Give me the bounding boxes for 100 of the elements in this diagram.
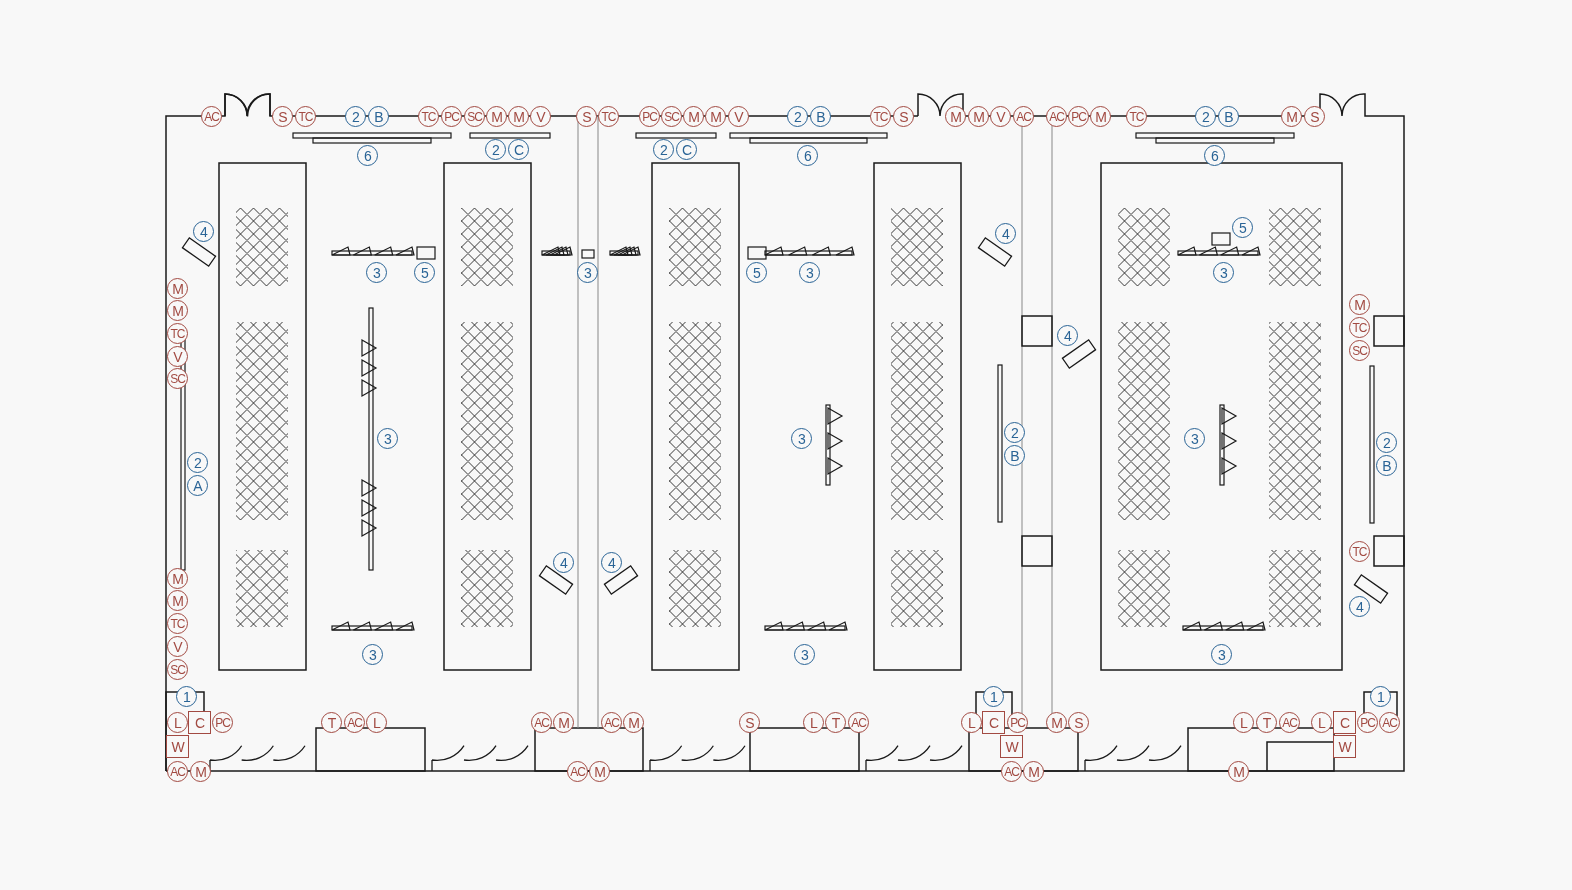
circle-marker: AC [601, 712, 622, 733]
circle-marker: 3 [794, 644, 815, 665]
circle-marker: 1 [983, 686, 1004, 707]
circle-marker: M [1228, 761, 1249, 782]
circle-marker: S [1068, 712, 1089, 733]
circle-marker: M [968, 106, 989, 127]
circle-marker: AC [167, 761, 188, 782]
circle-marker: L [961, 712, 982, 733]
circle-marker: M [589, 761, 610, 782]
circle-marker: M [1046, 712, 1067, 733]
circle-marker: T [825, 712, 846, 733]
circle-marker: 3 [1213, 262, 1234, 283]
circle-marker: 3 [799, 262, 820, 283]
circle-marker: M [553, 712, 574, 733]
circle-marker: AC [344, 712, 365, 733]
circle-marker: C [676, 139, 697, 160]
circle-marker: M [167, 300, 188, 321]
circle-marker: M [1281, 106, 1302, 127]
circle-marker: 6 [357, 145, 378, 166]
circle-marker: TC [1349, 541, 1370, 562]
circle-marker: AC [848, 712, 869, 733]
circle-marker: M [486, 106, 507, 127]
square-marker: C [982, 711, 1005, 734]
circle-marker: B [1218, 106, 1239, 127]
circle-marker: TC [1349, 317, 1370, 338]
circle-marker: V [167, 636, 188, 657]
circle-marker: SC [1349, 340, 1370, 361]
circle-marker: S [272, 106, 293, 127]
circle-marker: 3 [1184, 428, 1205, 449]
square-marker: C [1333, 711, 1356, 734]
circle-marker: M [683, 106, 704, 127]
circle-marker: PC [639, 106, 660, 127]
circle-marker: 4 [1349, 596, 1370, 617]
circle-marker: AC [1013, 106, 1034, 127]
circle-marker: M [167, 568, 188, 589]
circle-marker: PC [1007, 712, 1028, 733]
circle-marker: V [167, 346, 188, 367]
circle-marker: L [1311, 712, 1332, 733]
circle-marker: B [1004, 445, 1025, 466]
circle-marker: SC [464, 106, 485, 127]
circle-marker: AC [1046, 106, 1067, 127]
circle-marker: L [1233, 712, 1254, 733]
circle-marker: SC [167, 368, 188, 389]
circle-marker: SC [167, 659, 188, 680]
circle-marker: TC [870, 106, 891, 127]
circle-marker: TC [295, 106, 316, 127]
circle-marker: 5 [414, 262, 435, 283]
circle-marker: B [810, 106, 831, 127]
circle-marker: M [705, 106, 726, 127]
circle-marker: AC [1001, 761, 1022, 782]
circle-marker: AC [201, 106, 222, 127]
circle-marker: T [321, 712, 342, 733]
circle-marker: C [508, 139, 529, 160]
circle-marker: 5 [746, 262, 767, 283]
circle-marker: S [576, 106, 597, 127]
circle-marker: PC [1068, 106, 1089, 127]
circle-marker: 5 [1232, 217, 1253, 238]
circle-marker: 3 [362, 644, 383, 665]
circle-marker: 6 [1204, 145, 1225, 166]
circle-marker: 3 [366, 262, 387, 283]
circle-marker: M [508, 106, 529, 127]
circle-marker: M [1090, 106, 1111, 127]
circle-marker: AC [531, 712, 552, 733]
circle-marker: 4 [1057, 325, 1078, 346]
circle-marker: 3 [377, 428, 398, 449]
circle-marker: SC [661, 106, 682, 127]
circle-marker: 2 [787, 106, 808, 127]
circle-marker: T [1256, 712, 1277, 733]
circle-marker: M [1023, 761, 1044, 782]
circle-marker: B [368, 106, 389, 127]
circle-marker: AC [1279, 712, 1300, 733]
circle-marker: M [945, 106, 966, 127]
circle-marker: L [366, 712, 387, 733]
circle-marker: 4 [601, 552, 622, 573]
circle-marker: B [1376, 455, 1397, 476]
circle-marker: 2 [653, 139, 674, 160]
circle-marker: PC [212, 712, 233, 733]
circle-marker: AC [567, 761, 588, 782]
circle-marker: TC [1126, 106, 1147, 127]
circle-marker: S [893, 106, 914, 127]
circle-marker: M [190, 761, 211, 782]
circle-marker: 2 [1004, 422, 1025, 443]
circle-marker: 2 [1376, 432, 1397, 453]
circle-marker: TC [167, 323, 188, 344]
circle-marker: 4 [193, 221, 214, 242]
circle-marker: V [530, 106, 551, 127]
square-marker: W [1000, 735, 1023, 758]
circle-marker: M [167, 590, 188, 611]
circle-marker: 3 [791, 428, 812, 449]
circle-marker: S [1304, 106, 1325, 127]
circle-marker: L [167, 712, 188, 733]
circle-marker: L [803, 712, 824, 733]
circle-marker: 3 [1211, 644, 1232, 665]
square-marker: W [1333, 735, 1356, 758]
circle-marker: AC [1379, 712, 1400, 733]
circle-marker: 2 [345, 106, 366, 127]
circle-marker: PC [441, 106, 462, 127]
circle-marker: M [623, 712, 644, 733]
circle-marker: M [1349, 294, 1370, 315]
circle-marker: TC [167, 613, 188, 634]
